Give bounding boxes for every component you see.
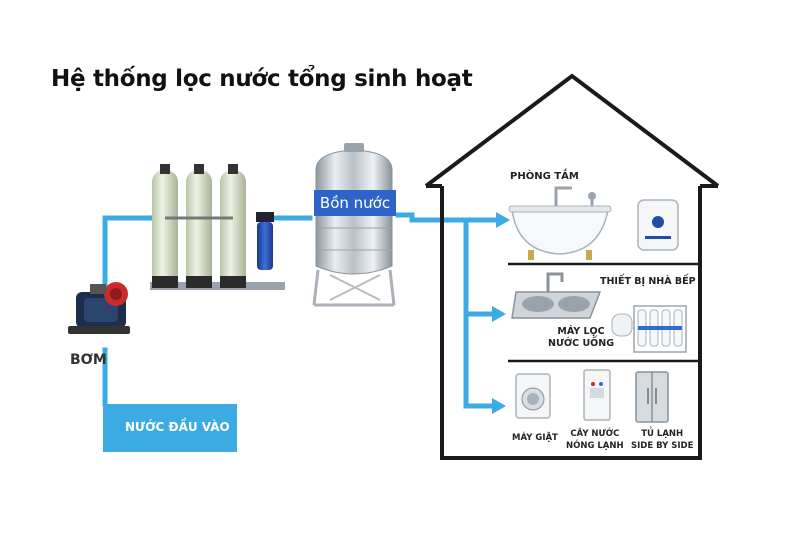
arrow-bathroom [496,212,510,228]
fridge-label: TỦ LẠNH SIDE BY SIDE [631,429,694,451]
kitchen-label: THIẾT BỊ NHÀ BẾP [600,276,696,287]
fridge-icon [635,371,669,423]
inlet-label: NƯỚC ĐẦU VÀO [125,420,230,434]
water-dispenser-icon [583,369,611,421]
arrow-laundry [492,398,506,414]
pump-label: BƠM [70,352,107,368]
dispenser-label: CÂY NƯỚC NÓNG LẠNH [566,429,624,451]
bathtub-icon [508,186,612,260]
inlet-box: NƯỚC ĐẦU VÀO [103,404,237,452]
arrow-kitchen [492,306,506,322]
water-tank-icon [312,143,396,307]
pipe-arrowheads [492,212,510,414]
cartridge-filter-icon [256,212,274,270]
pipe-tank-to-house [395,212,503,223]
diagram-title: Hệ thống lọc nước tổng sinh hoạt [51,66,473,92]
pipe-network [102,212,503,409]
ro-purifier-icon [611,305,687,353]
pipe-pump-to-filter [102,215,163,303]
washing-machine-icon [515,373,551,419]
pump-icon [68,282,130,334]
ro-filter-label: MÁY LỌC NƯỚC UỐNG [548,326,615,349]
tank-label: Bồn nước [314,190,396,216]
house-outline [424,73,720,460]
bathroom-label: PHÒNG TẮM [510,171,579,182]
kitchen-sink-icon [511,272,602,319]
water-heater-icon [637,199,679,251]
filter-columns-icon [150,164,285,290]
washer-label: MÁY GIẶT [512,433,558,443]
house-floors [508,262,700,363]
